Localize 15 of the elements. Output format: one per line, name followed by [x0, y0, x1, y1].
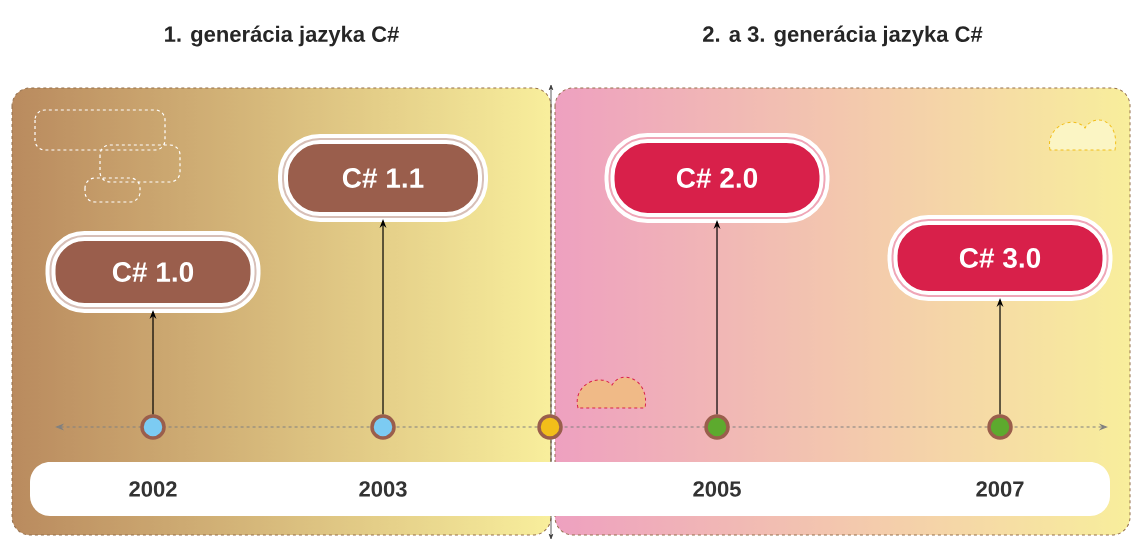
version-pill: C# 1.0	[45, 231, 261, 313]
timeline-dot	[370, 414, 396, 440]
year-label: 2005	[693, 481, 741, 497]
timeline-dot	[140, 414, 166, 440]
panel-heading: 2. a 3. generácia jazyka C#	[703, 25, 983, 47]
year-label: 2007	[976, 481, 1024, 497]
year-label: 2003	[359, 481, 407, 497]
version-pill: C# 2.0	[604, 133, 830, 223]
timeline-dot	[987, 414, 1013, 440]
panel-heading: 1. generácia jazyka C#	[165, 25, 399, 47]
year-label: 2002	[129, 481, 177, 497]
timeline-dot	[537, 414, 563, 440]
timeline-dot	[704, 414, 730, 440]
version-pill: C# 3.0	[887, 215, 1113, 301]
version-pill: C# 1.1	[278, 134, 488, 222]
